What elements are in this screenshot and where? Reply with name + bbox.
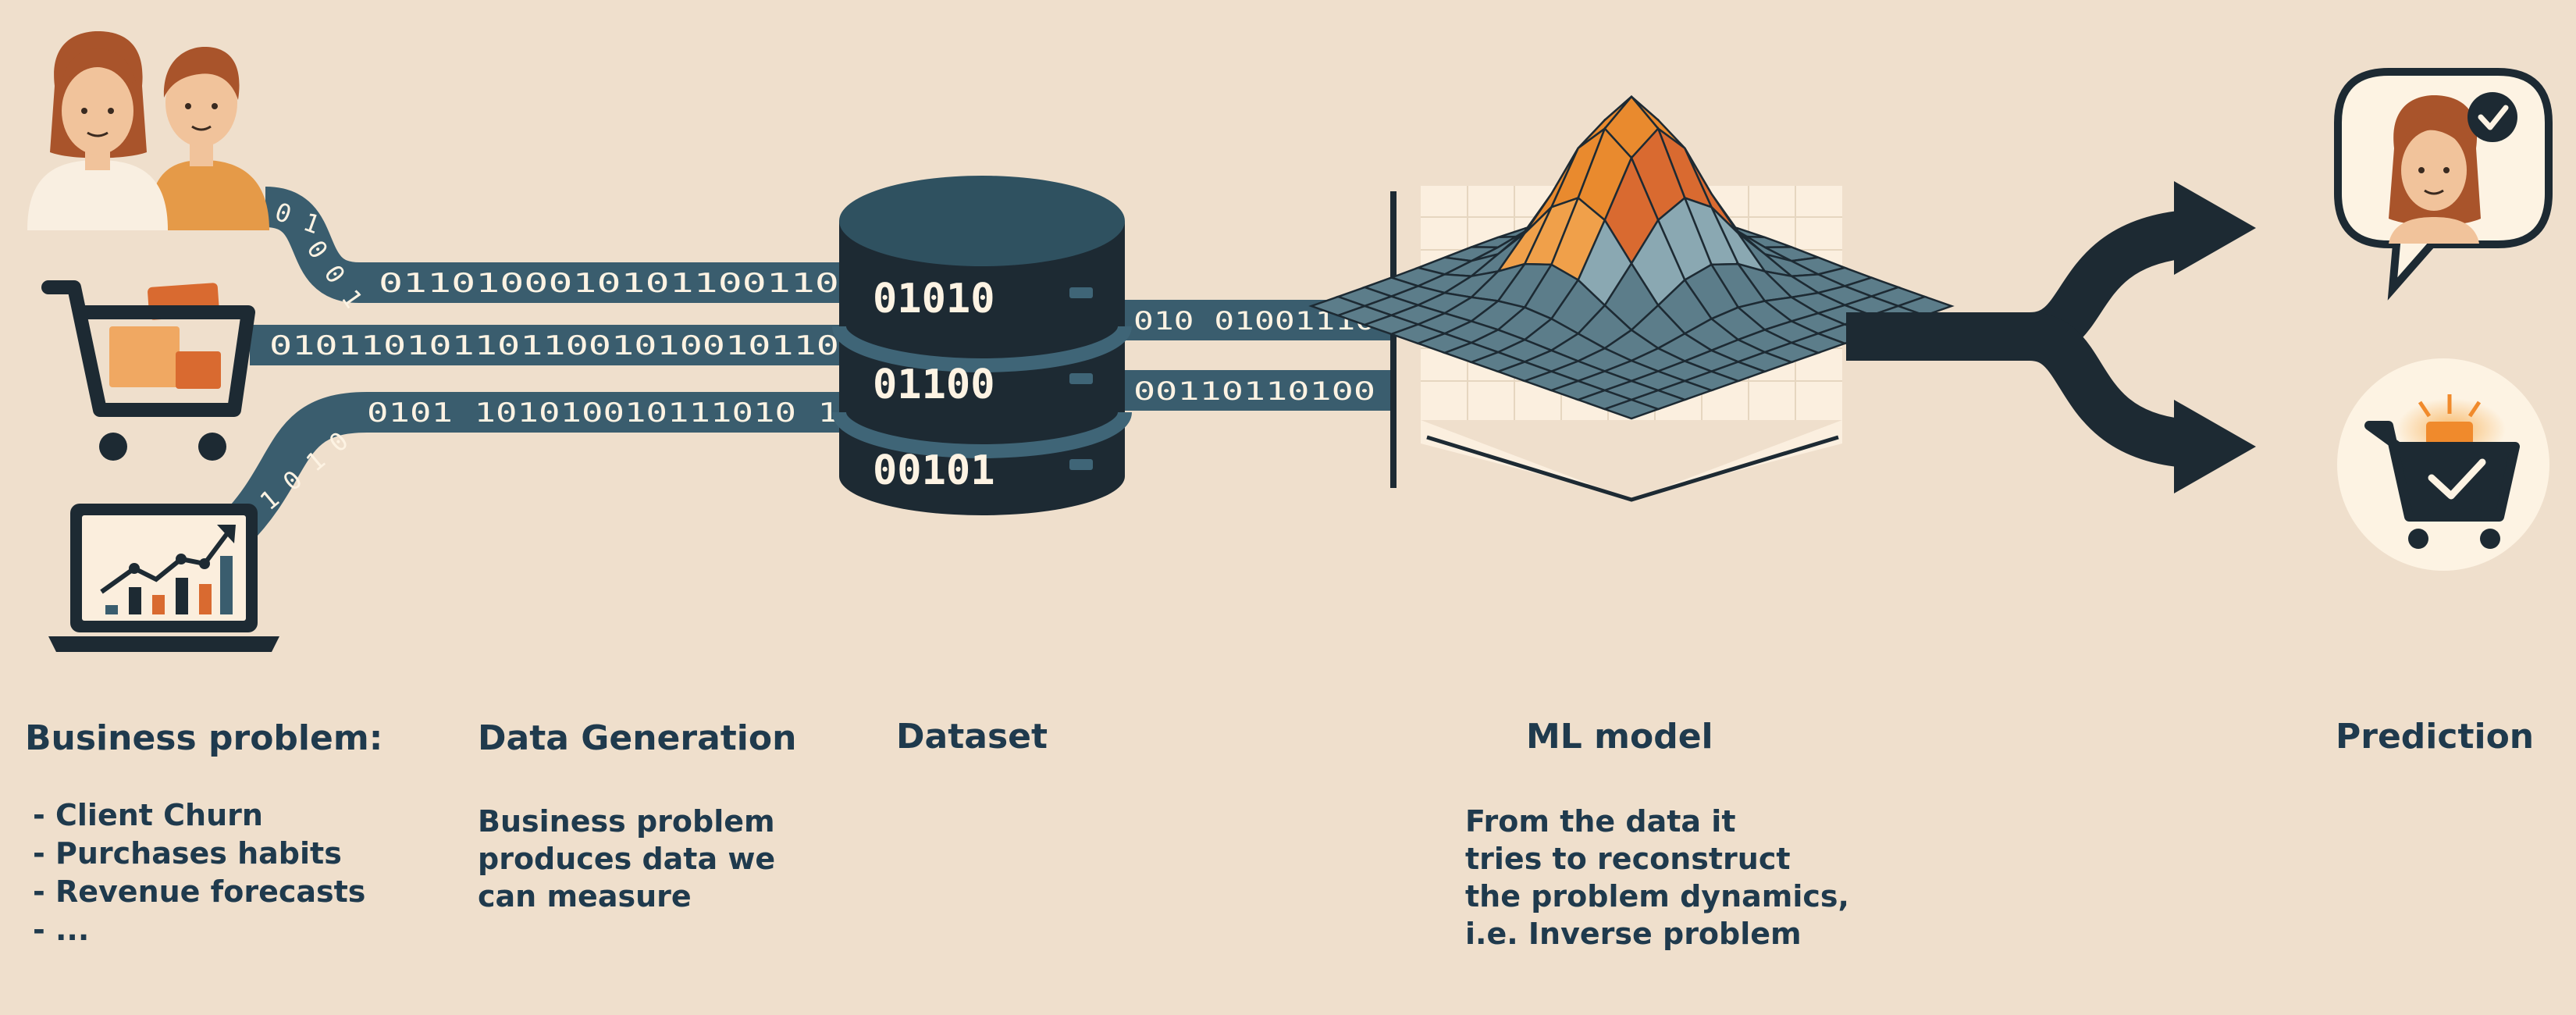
fork-arrow-icon [1846,181,2256,493]
stream-top [264,187,847,303]
list-item: - Client Churn [33,798,263,832]
text-line: tries to reconstruct [1465,842,1791,876]
surface-plot-icon [1308,94,1955,502]
person-check-bubble-icon [2334,68,2553,301]
text-line: can measure [478,879,692,914]
people-icon [27,31,269,230]
list-item: - Purchases habits [33,836,342,871]
text-line: i.e. Inverse problem [1465,917,1802,951]
data-generation-text: Business problem produces data we can me… [478,803,775,915]
business-problem-title: Business problem: [25,718,383,758]
database-icon: 01010 01100 00101 [832,176,1132,515]
surface-cell [1602,398,1661,420]
list-item: - Revenue forecasts [33,874,366,909]
text-line: produces data we [478,842,776,876]
stream-middle-bits: 0101101011011001010010110 [269,330,839,361]
dataset-title: Dataset [896,717,1048,757]
stream-bottom [219,392,847,546]
text-line: Business problem [478,804,775,839]
stream-bottom-bits: 0101 101010010111010 1 [367,397,839,429]
business-problem-list: - Client Churn - Purchases habits - Reve… [33,796,365,949]
data-generation-title: Data Generation [478,718,797,758]
text-line: the problem dynamics, [1465,879,1849,914]
stream-top-lead-bits: 0 1 [271,197,323,240]
shopping-cart-icon [41,280,255,461]
ml-model-title: ML model [1526,717,1713,757]
cart-check-icon [2337,358,2549,571]
laptop-chart-icon [48,504,279,652]
surface-mesh [1308,94,1955,420]
ml-model-text: From the data it tries to reconstruct th… [1465,803,1849,953]
database-row-3: 00101 [873,447,995,494]
stream-top-bits: 0110100010101100110 [379,268,839,299]
prediction-title: Prediction [2336,717,2535,757]
text-line: From the data it [1465,804,1736,839]
data-streams: 0 1 0 0 1 0110100010101100110 0101101011… [219,187,1393,546]
list-item: - ... [33,913,90,947]
database-row-1: 01010 [873,276,995,322]
database-row-2: 01100 [873,361,995,408]
stream-out-bottom-bits: 00110110100 [1133,376,1375,406]
